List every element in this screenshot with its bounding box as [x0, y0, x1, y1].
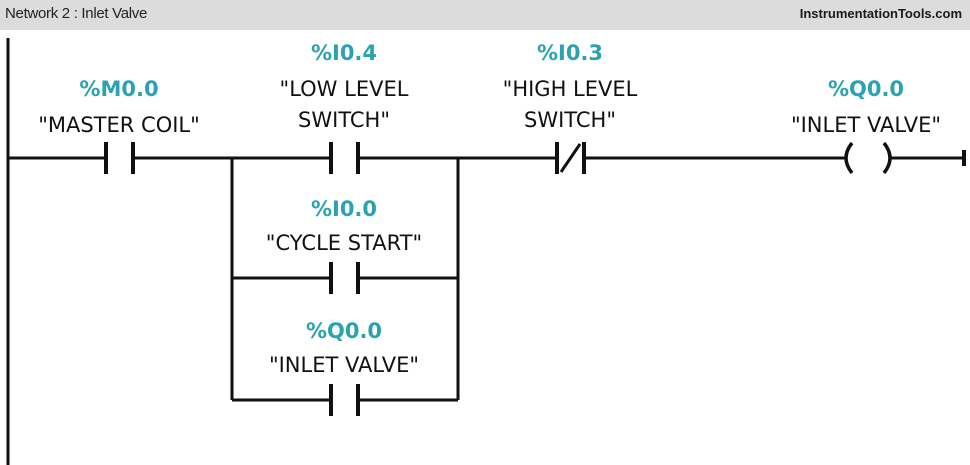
coil-left-arc — [844, 141, 854, 175]
coil-tag: "INLET VALVE" — [791, 113, 941, 137]
contact-tag: "MASTER COIL" — [38, 113, 200, 137]
normally-closed-slash — [559, 143, 582, 173]
coil-right-arc — [882, 141, 892, 175]
brand-watermark: InstrumentationTools.com — [799, 6, 962, 21]
contact-high-level-switch[interactable]: %I0.3 "HIGH LEVEL SWITCH" — [503, 41, 638, 174]
coil-address: %Q0.0 — [828, 77, 904, 101]
coil-inlet-valve[interactable]: %Q0.0 "INLET VALVE" — [791, 77, 941, 175]
contact-tag-line2: SWITCH" — [298, 108, 390, 132]
contact-low-level-switch[interactable]: %I0.4 "LOW LEVEL SWITCH" — [280, 41, 409, 174]
contact-cycle-start[interactable]: %I0.0 "CYCLE START" — [266, 197, 422, 294]
network-title: Network 2 : Inlet Valve — [5, 5, 148, 22]
contact-address: %M0.0 — [79, 77, 158, 101]
contact-address: %I0.3 — [537, 41, 603, 65]
contact-address: %I0.4 — [311, 41, 377, 65]
contact-tag: "INLET VALVE" — [269, 353, 419, 377]
contact-tag-line2: SWITCH" — [524, 108, 616, 132]
contact-inlet-valve-seal[interactable]: %Q0.0 "INLET VALVE" — [269, 319, 419, 416]
contact-address: %I0.0 — [311, 197, 377, 221]
contact-master-coil[interactable]: %M0.0 "MASTER COIL" — [38, 77, 200, 174]
contact-tag-line1: "LOW LEVEL — [280, 77, 409, 101]
contact-address: %Q0.0 — [306, 319, 382, 343]
contact-tag: "CYCLE START" — [266, 231, 422, 255]
contact-tag-line1: "HIGH LEVEL — [503, 77, 638, 101]
network-header: Network 2 : Inlet Valve InstrumentationT… — [0, 0, 970, 30]
